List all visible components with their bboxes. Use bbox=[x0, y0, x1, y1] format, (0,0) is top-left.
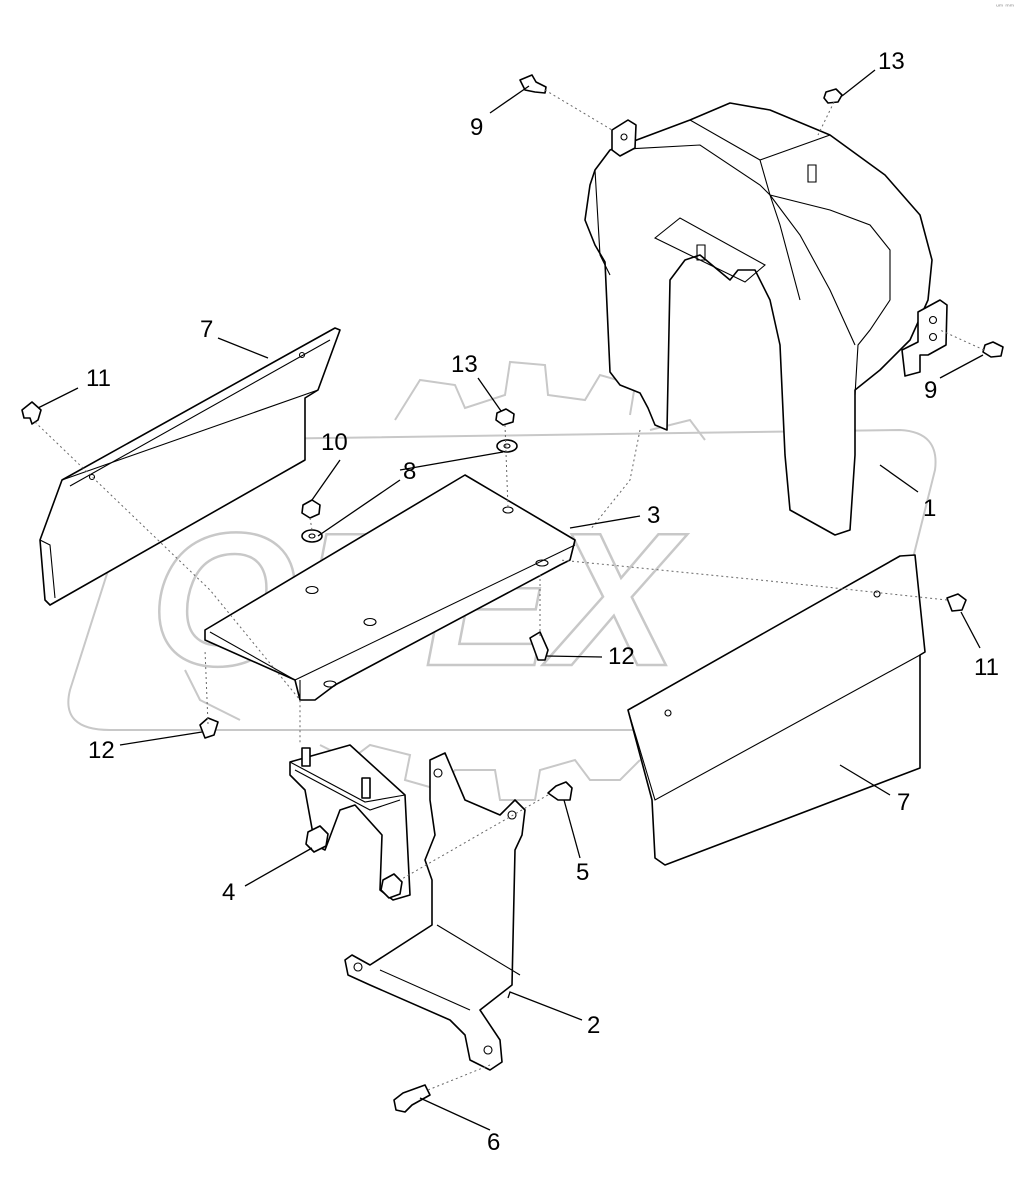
corner-mark: ᵘᵐ ᵐᵐ bbox=[996, 3, 1014, 11]
washer-8-top bbox=[496, 439, 518, 453]
callout-10: 10 bbox=[321, 429, 348, 456]
callout-9-top: 9 bbox=[470, 114, 483, 141]
callout-4: 4 bbox=[222, 879, 235, 906]
nut-13-center bbox=[495, 408, 515, 426]
part-2-mounting-plate bbox=[344, 752, 526, 1071]
part-1-shroud bbox=[584, 102, 948, 536]
nut-13-top bbox=[823, 88, 843, 104]
callout-7-right: 7 bbox=[897, 789, 910, 816]
callout-7-left: 7 bbox=[200, 316, 213, 343]
clip-12-right bbox=[529, 631, 549, 661]
bolt-11-right bbox=[946, 593, 967, 612]
callout-numbers: 1 2 3 4 5 6 7 7 8 9 9 10 11 11 12 12 13 … bbox=[86, 48, 999, 1156]
leader-lines bbox=[37, 69, 984, 1131]
callout-6: 6 bbox=[487, 1129, 500, 1156]
callout-11-left: 11 bbox=[86, 365, 111, 392]
part-3-channel-bracket bbox=[204, 474, 576, 701]
part-7-deflector-right bbox=[627, 554, 926, 866]
callout-3: 3 bbox=[647, 502, 660, 529]
callout-11-right: 11 bbox=[974, 654, 999, 681]
callout-9-right: 9 bbox=[924, 377, 937, 404]
callout-13-center: 13 bbox=[451, 351, 478, 378]
assembly-lines bbox=[34, 89, 985, 1091]
callout-12-left: 12 bbox=[88, 737, 115, 764]
fasteners bbox=[21, 74, 1004, 1113]
bolt-5 bbox=[547, 781, 573, 801]
part-4-u-bracket bbox=[289, 744, 411, 901]
callout-1: 1 bbox=[923, 495, 936, 522]
callout-13-top: 13 bbox=[878, 48, 905, 75]
callout-8: 8 bbox=[403, 458, 416, 485]
bolt-9-right bbox=[982, 341, 1004, 358]
callout-2: 2 bbox=[587, 1012, 600, 1039]
callout-5: 5 bbox=[576, 859, 589, 886]
bolt-11-left bbox=[21, 401, 42, 425]
bolt-6 bbox=[393, 1084, 431, 1113]
part-7-deflector-left bbox=[39, 327, 341, 606]
callout-12-right: 12 bbox=[608, 643, 635, 670]
clip-12-left bbox=[199, 717, 219, 739]
washer-8-bottom bbox=[301, 529, 323, 543]
